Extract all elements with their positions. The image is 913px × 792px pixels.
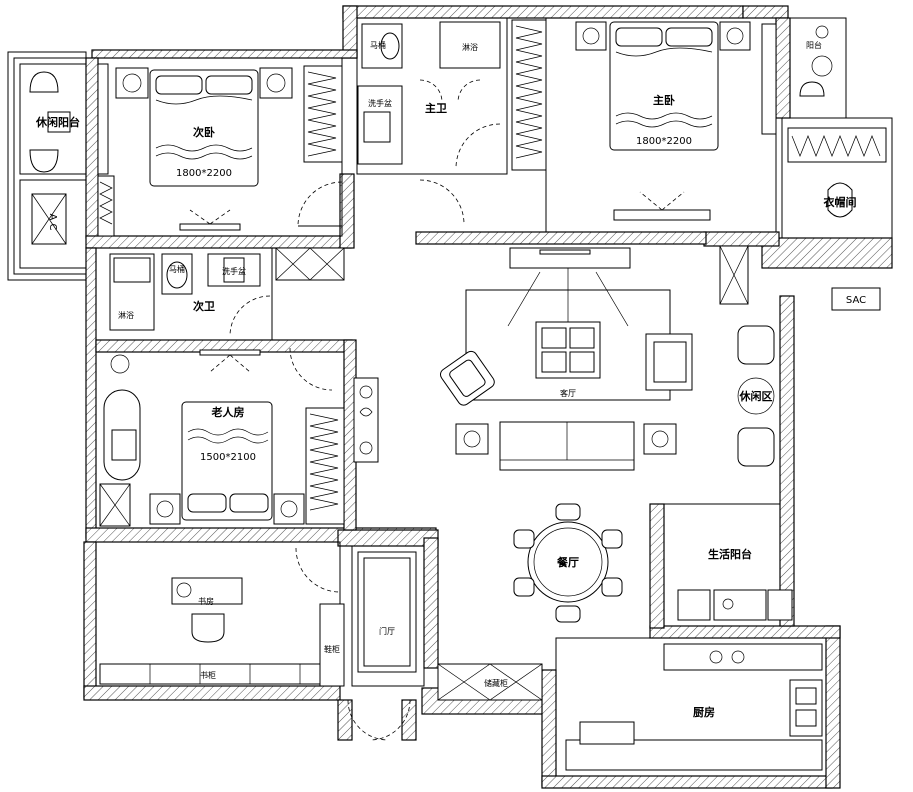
elderly-bed-size: 1500*2100 — [200, 452, 256, 463]
dining-room: 餐厅 — [513, 503, 623, 623]
ac-1-label: A C — [47, 213, 58, 230]
living-room: 客厅 — [440, 247, 693, 471]
toilet-2-label: 马桶 — [169, 264, 185, 274]
second-bathroom: 马桶 淋浴 洗手盆 次卫 — [95, 247, 345, 341]
study-room: 书房 书柜 — [95, 541, 341, 687]
service-balcony: 生活阳台 — [663, 503, 793, 627]
toilet-1-label: 马桶 — [370, 40, 386, 50]
kitchen: 厨房 — [555, 637, 827, 777]
elderly-room-label: 老人房 — [211, 405, 245, 419]
master-bedroom-label: 主卧 — [653, 93, 675, 107]
elderly-room: 老人房 1500*2100 — [95, 347, 379, 529]
bookcase-label: 书柜 — [200, 670, 216, 680]
kitchen-label: 厨房 — [693, 705, 715, 719]
second-bedroom-bed-size: 1800*2200 — [176, 168, 232, 179]
balcony-top-right-label: 阳台 — [806, 40, 822, 50]
living-room-label: 客厅 — [560, 388, 576, 398]
shower-1-label: 淋浴 — [462, 42, 478, 52]
master-bed-size: 1800*2200 — [636, 136, 692, 147]
right-balcony: 阳台 — [789, 17, 847, 119]
second-bedroom: 次卧 1800*2200 — [97, 57, 343, 237]
dining-room-label: 餐厅 — [556, 555, 579, 569]
foyer: 门厅 鞋柜 — [319, 545, 425, 741]
shower-2-label: 淋浴 — [118, 310, 134, 320]
leisure-area: 休闲区 — [719, 245, 775, 467]
service-balcony-label: 生活阳台 — [708, 547, 752, 561]
left-balcony — [7, 51, 87, 281]
study-label: 书房 — [198, 596, 214, 606]
ac-2-label: SAC — [846, 295, 866, 306]
washbasin-1-label: 洗手盆 — [368, 98, 392, 108]
master-bath-label: 主卫 — [425, 101, 447, 115]
storage-cabinet: 储藏柜 — [437, 663, 543, 701]
second-bedroom-label: 次卧 — [193, 125, 215, 139]
leisure-area-label: 休闲区 — [739, 389, 773, 403]
second-bath-label: 次卫 — [193, 299, 215, 313]
master-bathroom: 马桶 淋浴 洗手盆 主卫 — [356, 17, 547, 175]
washbasin-2-label: 洗手盆 — [222, 266, 246, 276]
storage-cabinet-label: 储藏柜 — [484, 678, 508, 688]
storage-room-label: 衣帽间 — [824, 195, 857, 209]
leisure-balcony-left-label: 休闲阳台 — [35, 115, 80, 129]
foyer-label: 门厅 — [379, 626, 395, 636]
outer-walls — [83, 5, 893, 789]
storage-room: 衣帽间 SAC — [781, 117, 893, 311]
shoe-cabinet-label: 鞋柜 — [324, 644, 340, 654]
master-bedroom: 主卧 1800*2200 — [419, 17, 777, 233]
